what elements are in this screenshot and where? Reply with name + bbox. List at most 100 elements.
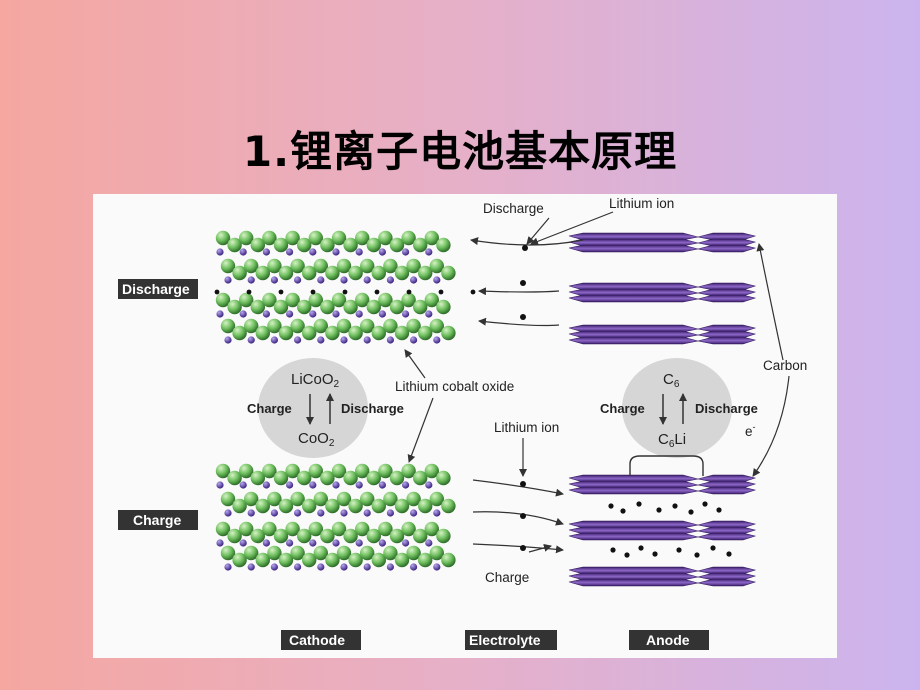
cobalt-sphere [239,539,247,547]
oxygen-sphere [413,470,428,486]
oxygen-sphere [429,318,444,334]
cobalt-sphere [317,336,325,344]
oxygen-sphere [232,265,247,281]
cobalt-sphere [286,310,294,318]
oxygen-sphere [366,528,381,544]
cobalt-sphere [270,563,278,571]
cobalt-sphere [386,509,394,517]
cathode-tag: Cathode [281,630,361,650]
oxygen-sphere [331,521,347,537]
lithium-ion-dot [710,545,716,551]
oxygen-sphere [366,237,381,253]
cobalt-sphere [262,310,270,318]
oxygen-sphere [273,299,289,315]
oxygen-sphere [285,292,300,308]
cobalt-sphere [386,276,394,284]
cobalt-sphere [239,310,247,318]
oxygen-sphere [406,258,421,274]
oxygen-sphere [436,470,451,486]
lithium-ion-mid-label: Lithium ion [494,420,559,435]
oxygen-sphere [302,265,317,281]
lithium-ion-dot [246,289,252,295]
carbon-label: Carbon [763,358,807,373]
oxygen-sphere [262,292,277,308]
oxygen-sphere [232,325,247,341]
lithium-ion-dot [702,501,708,507]
oxygen-sphere [250,299,265,315]
cobalt-sphere [224,509,232,517]
oxygen-sphere [215,230,231,246]
carbon-arrow-up [756,243,784,361]
oxygen-sphere [394,265,410,281]
svg-text:Discharge: Discharge [122,281,190,297]
cobalt-sphere [309,310,317,318]
oxygen-sphere [429,258,444,274]
oxygen-sphere [267,318,282,334]
discharge-tag: Discharge [118,279,198,299]
oxygen-sphere [255,552,270,568]
cobalt-sphere [247,336,255,344]
cobalt-sphere [224,336,232,344]
cobalt-sphere [224,276,232,284]
oxygen-sphere [413,299,428,315]
lithium-ion-dot [676,547,682,553]
oxygen-sphere [424,463,439,479]
oxygen-sphere [308,463,323,479]
oxygen-sphere [302,325,317,341]
oxygen-sphere [406,545,421,561]
oxygen-sphere [250,528,265,544]
oxygen-sphere [336,491,352,507]
lithium-ion-dot [636,501,642,507]
oxygen-sphere [436,528,451,544]
cobalt-sphere [363,563,371,571]
oxygen-sphere [336,545,352,561]
lithium-ion-dot [214,289,220,295]
oxygen-sphere [290,545,305,561]
cathode-bottom-formula: CoO2 [298,430,335,449]
cobalt-sphere [402,248,410,256]
lithium-ion-dot [608,503,614,509]
oxygen-sphere [418,498,433,514]
oxygen-sphere [255,325,270,341]
oxygen-sphere [406,491,421,507]
oxygen-sphere [220,258,236,274]
oxygen-sphere [262,230,277,246]
cobalt-sphere [216,248,224,256]
lithium-ion-top-label: Lithium ion [609,196,674,211]
oxygen-sphere [389,528,405,544]
graphite-sheet [568,578,757,587]
oxygen-sphere [418,552,433,568]
oxygen-sphere [313,491,328,507]
oxygen-sphere [250,237,265,253]
cathode-reaction-circle [258,358,368,458]
oxygen-sphere [429,545,444,561]
oxygen-sphere [413,237,428,253]
lithium-ion-charging-3 [520,545,526,551]
oxygen-sphere [331,230,347,246]
cobalt-sphere [425,481,433,489]
oxygen-sphere [227,470,242,486]
oxygen-sphere [215,463,231,479]
cobalt-sphere [332,310,340,318]
cobalt-sphere [378,481,386,489]
oxygen-sphere [313,258,328,274]
cobalt-sphere [363,276,371,284]
cobalt-sphere [216,310,224,318]
oxygen-sphere [302,498,317,514]
cobalt-sphere [433,336,441,344]
oxygen-sphere [255,498,270,514]
graphite-sheet [568,486,757,495]
oxygen-sphere [394,552,410,568]
oxygen-sphere [331,292,347,308]
oxygen-sphere [378,292,393,308]
cathode-charge-label: Charge [247,401,292,416]
oxygen-sphere [371,265,386,281]
oxygen-sphere [424,521,439,537]
oxygen-sphere [290,491,305,507]
electrolyte-tag: Electrolyte [465,630,557,650]
graphite-sheet [568,532,757,541]
cobalt-sphere [363,509,371,517]
cobalt-sphere [262,248,270,256]
oxygen-sphere [273,237,289,253]
cobalt-sphere [410,276,418,284]
